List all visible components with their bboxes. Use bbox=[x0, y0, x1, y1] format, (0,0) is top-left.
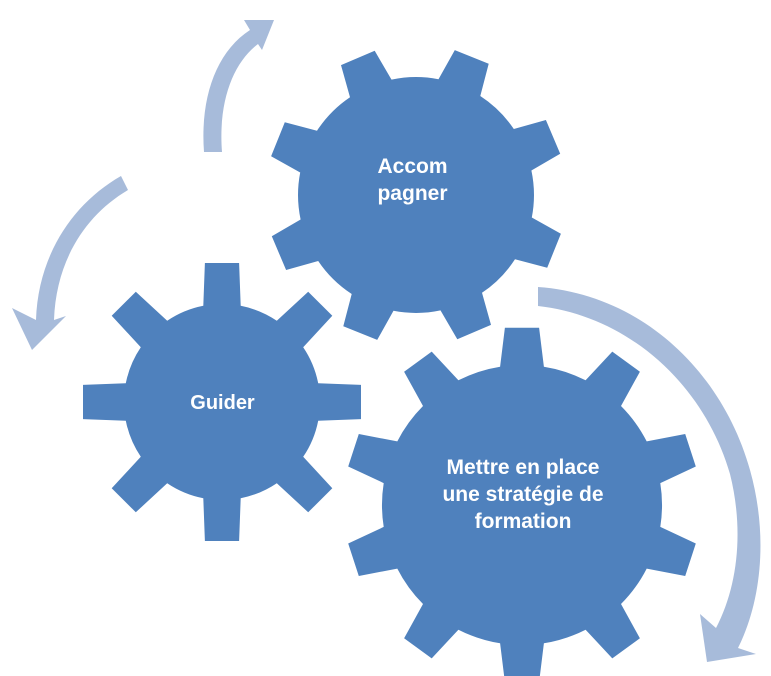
gear-large bbox=[348, 327, 696, 676]
arrow-left bbox=[12, 176, 128, 350]
gear-large-label: Mettre en place une stratégie de formati… bbox=[442, 456, 604, 533]
gear-top bbox=[271, 50, 561, 340]
gear-left-label: Guider bbox=[190, 392, 255, 414]
arrow-top bbox=[203, 20, 274, 152]
gear-left bbox=[83, 263, 361, 541]
arrow-right bbox=[538, 287, 761, 662]
gear-top-label: Accom pagner bbox=[377, 155, 448, 205]
